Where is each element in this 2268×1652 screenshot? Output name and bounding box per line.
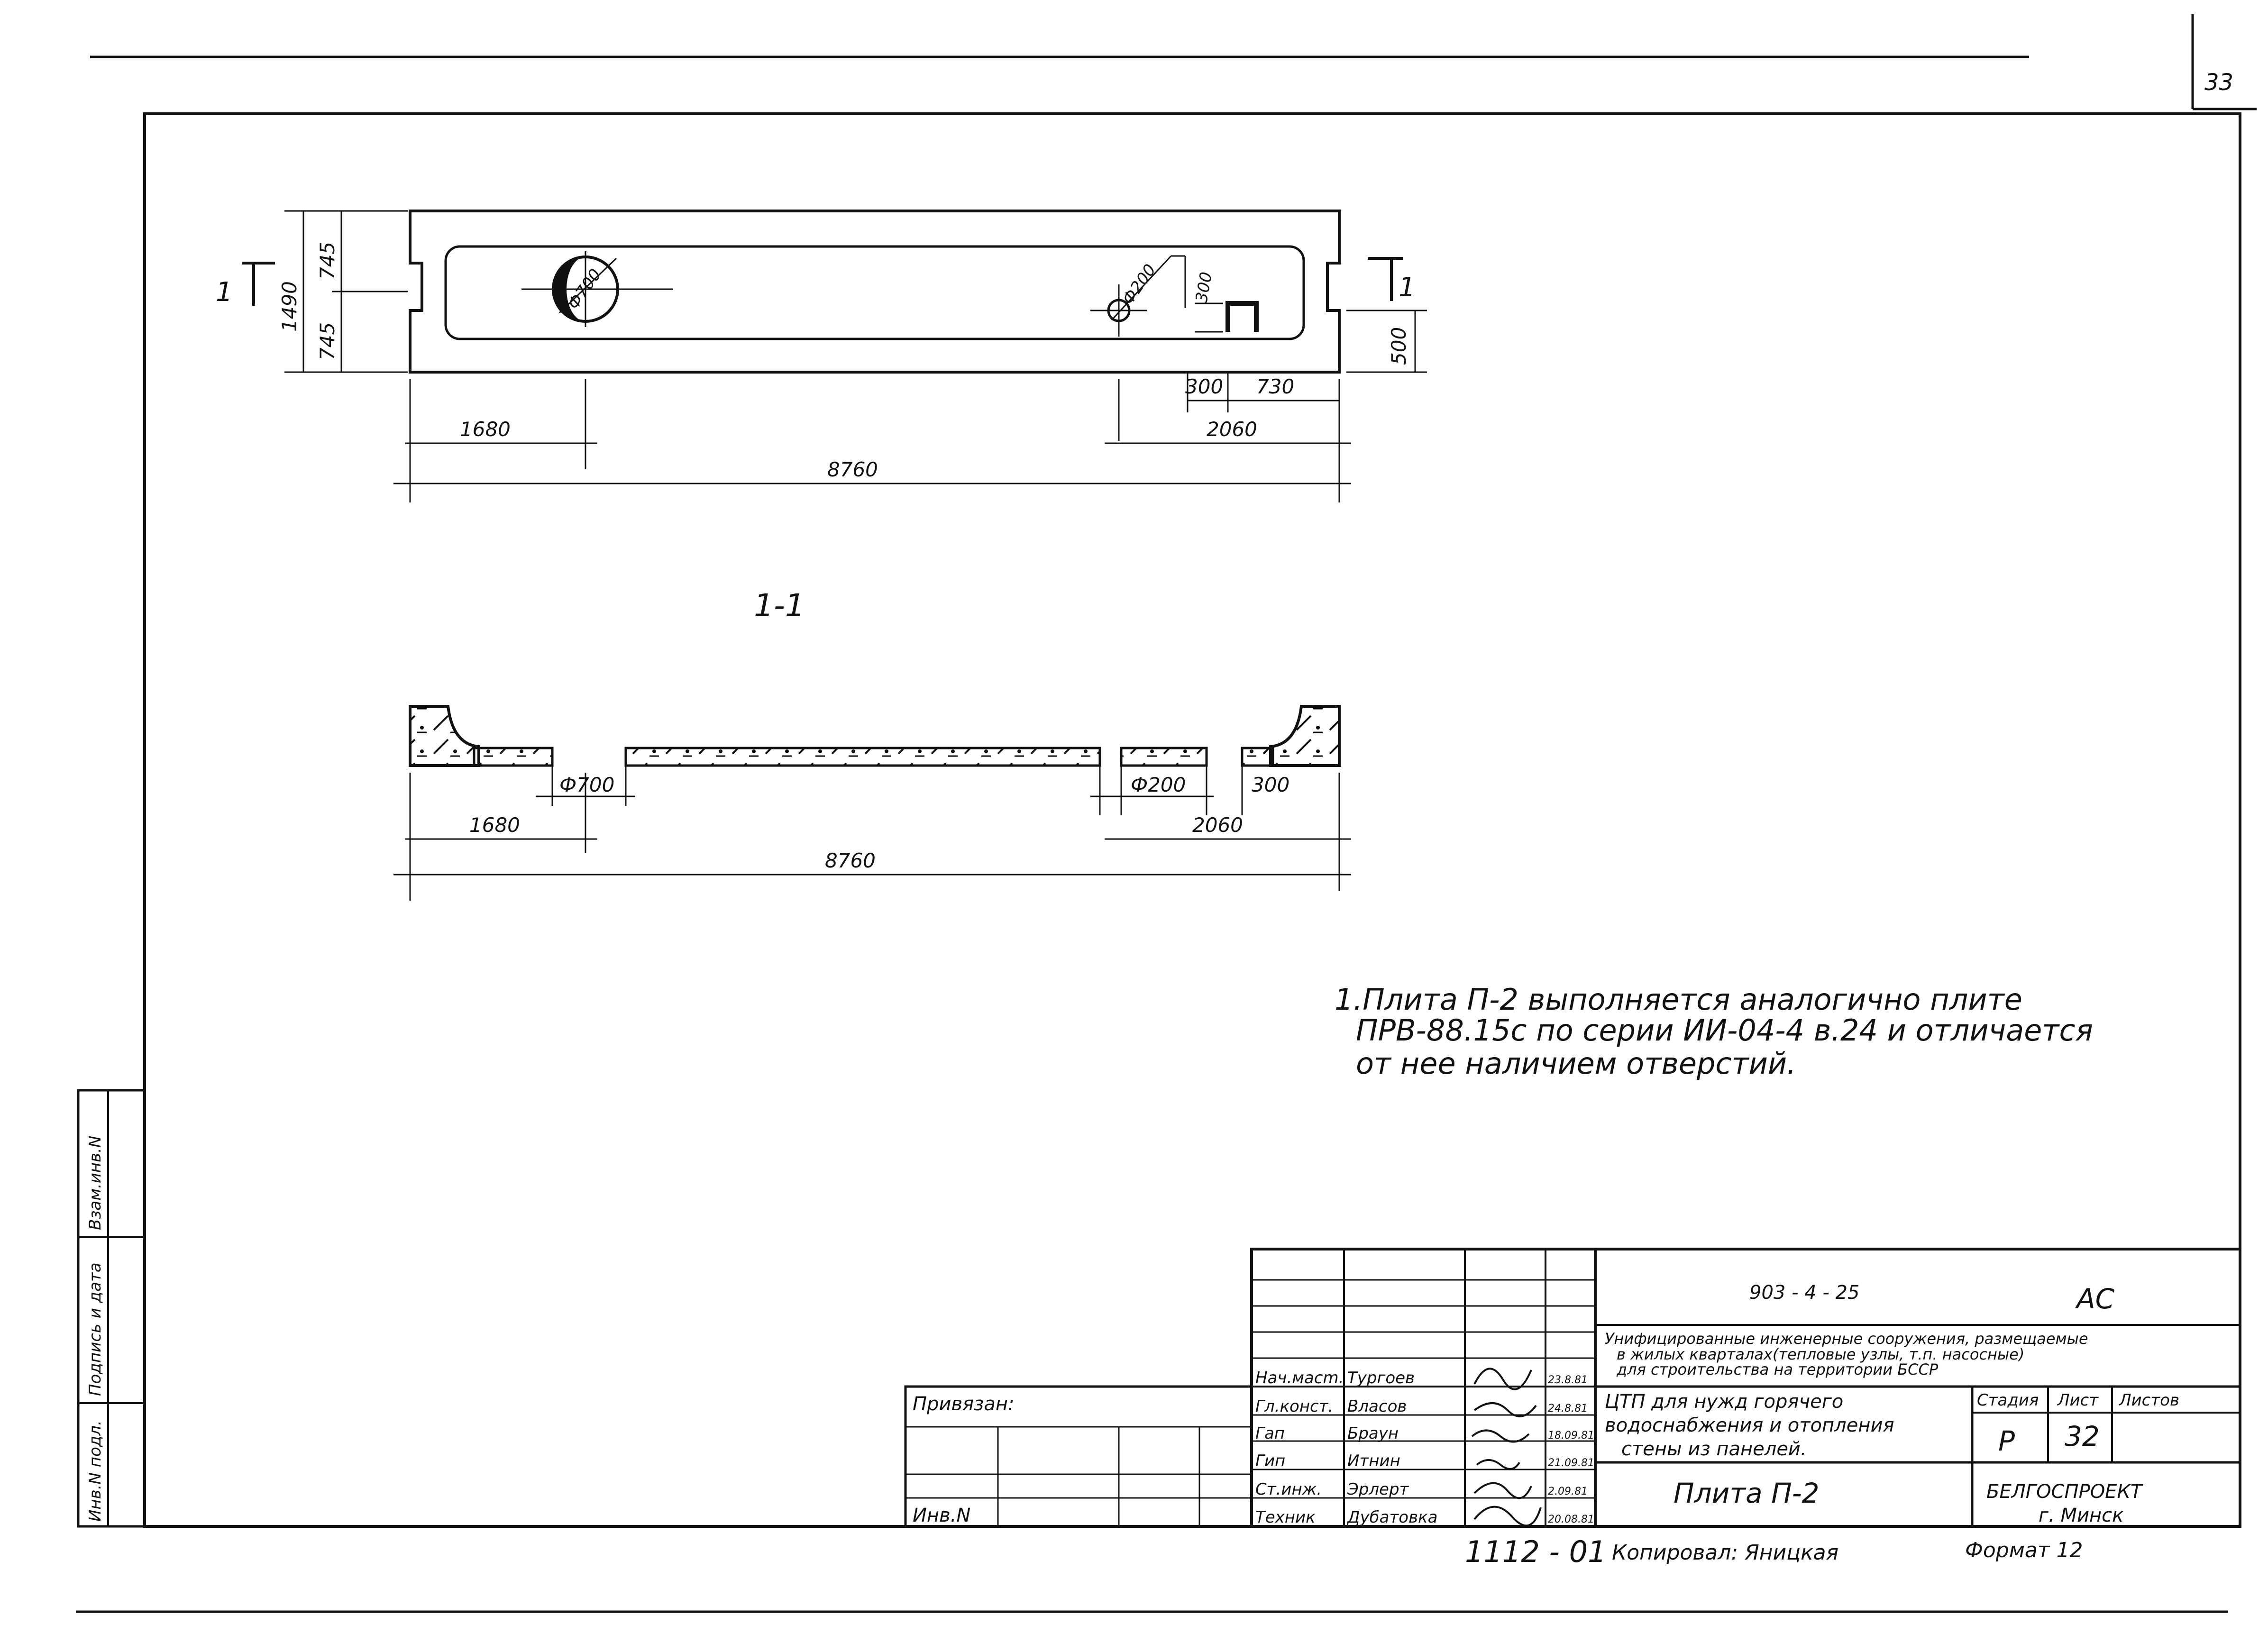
- section-mark-right: [1368, 257, 1403, 301]
- plan-dim-2060: 2060: [1207, 418, 1257, 441]
- section-slab-seg1: [473, 747, 554, 767]
- name-5: Эрлерт: [1347, 1480, 1409, 1499]
- plan-dim-500: 500: [1387, 327, 1410, 365]
- section-title: 1-1: [754, 587, 805, 624]
- plan-dim-1490: 1490: [278, 281, 301, 332]
- section-right-rib: [1269, 705, 1341, 767]
- format-label: Формат 12: [1965, 1538, 2083, 1562]
- signatures: [1471, 1368, 1542, 1527]
- stamp-replaced-inv: Взам.инв.N: [86, 1136, 105, 1230]
- slab-recess: [444, 245, 1305, 340]
- date-6: 20.08.81: [1548, 1514, 1594, 1525]
- section-dim-300: 300: [1252, 773, 1289, 796]
- side-stamp: Инв.N подл. Подпись и дата Взам.инв.N: [77, 1089, 146, 1528]
- section-mark-left-label: 1: [216, 277, 233, 308]
- role-5: Ст.инж.: [1255, 1480, 1322, 1499]
- section-slab-seg2: [624, 747, 1101, 767]
- binding-label: Привязан:: [913, 1393, 1015, 1415]
- date-2: 24.8.81: [1548, 1403, 1588, 1415]
- project-code: 903 - 4 - 25: [1749, 1282, 1859, 1304]
- org-city: г. Минск: [2039, 1505, 2123, 1526]
- general-note: 1.Плита П-2 выполняется аналогично плите…: [1335, 982, 2093, 1081]
- date-5: 2.09.81: [1548, 1486, 1588, 1497]
- section-dim-hole-200: Ф200: [1131, 773, 1186, 796]
- section-dim-2060: 2060: [1192, 813, 1243, 837]
- stamp-signature-date: Подпись и дата: [86, 1262, 105, 1396]
- name-3: Браун: [1347, 1424, 1399, 1443]
- section-dim-1680: 1680: [469, 813, 520, 837]
- drawing-title: Плита П-2: [1674, 1477, 1820, 1509]
- name-2: Власов: [1347, 1397, 1407, 1416]
- name-1: Тургоев: [1347, 1369, 1415, 1387]
- stamp-inv-original: Инв.N подл.: [86, 1420, 105, 1522]
- sheet-header: Лист: [2057, 1391, 2099, 1410]
- name-4: Итнин: [1347, 1451, 1400, 1470]
- role-4: Гип: [1255, 1451, 1285, 1470]
- role-3: Гап: [1255, 1424, 1285, 1443]
- section-slab-seg3: [1120, 747, 1208, 767]
- role-2: Гл.конст.: [1255, 1397, 1333, 1416]
- project-desc-3: для строительства на территории БССР: [1616, 1360, 1939, 1378]
- plan-view: Ф700 Ф200 300 1490 745 745 1 1 500: [216, 210, 1427, 502]
- project-desc-1: Унифицированные инженерные сооружения, р…: [1605, 1330, 2088, 1348]
- plan-dim-730: 730: [1256, 375, 1294, 398]
- section-mark-right-label: 1: [1399, 272, 1416, 303]
- plan-dim-1680: 1680: [460, 418, 511, 441]
- plan-dim-hole-200: Ф200: [1119, 261, 1160, 308]
- date-3: 18.09.81: [1548, 1430, 1594, 1442]
- stage-value: Р: [1998, 1425, 2015, 1457]
- date-1: 23.8.81: [1548, 1374, 1588, 1386]
- plan-dim-745-upper: 745: [316, 242, 339, 280]
- sheet-value: 32: [2065, 1420, 2100, 1452]
- corner-sheet-number: 33: [2204, 69, 2233, 96]
- section-left-rib: [409, 705, 480, 767]
- note-line-3: от нее наличием отверстий.: [1356, 1046, 1796, 1081]
- section-dim-8760: 8760: [825, 849, 876, 872]
- note-line-1: 1.Плита П-2 выполняется аналогично плите: [1335, 982, 2022, 1017]
- plan-dim-8760: 8760: [827, 458, 878, 481]
- inv-label: Инв.N: [913, 1505, 970, 1526]
- role-6: Техник: [1255, 1508, 1316, 1527]
- corner-number-box: 33: [2191, 14, 2257, 110]
- project-desc-2: в жилых кварталах(тепловые узлы, т.п. на…: [1617, 1345, 2024, 1363]
- plan-dim-300-vert: 300: [1192, 271, 1216, 304]
- building-line-1: ЦТП для нужд горячего: [1605, 1391, 1843, 1413]
- sheets-header: Листов: [2118, 1391, 2179, 1410]
- title-block: Привязан: Инв.N Нач.масm. Гл.конст. Гап …: [904, 1248, 2241, 1528]
- section-slab-seg4: [1241, 747, 1274, 767]
- slab-outline: [409, 210, 1341, 374]
- square-opening: [1225, 301, 1259, 332]
- note-line-2: ПРВ-88.15с по серии ИИ-04-4 в.24 и отлич…: [1356, 1013, 2093, 1048]
- copied-by: Копировал: Яницкая: [1612, 1541, 1838, 1565]
- org-name: БЕЛГОСПРОЕКТ: [1986, 1481, 2144, 1503]
- role-1: Нач.масm.: [1255, 1369, 1344, 1387]
- stage-header: Стадия: [1977, 1391, 2039, 1410]
- plan-dim-745-lower: 745: [316, 322, 339, 360]
- section-mark-left: [242, 262, 275, 306]
- date-4: 21.09.81: [1548, 1457, 1594, 1469]
- name-6: Дубатовка: [1346, 1508, 1438, 1527]
- section-view: 1-1 Ф700 Ф200 300 1680 2060 8760: [393, 587, 1351, 901]
- building-line-2: водоснабжения и отопления: [1605, 1415, 1894, 1436]
- sheet-mark: АС: [2075, 1283, 2115, 1315]
- section-dim-hole-700: Ф700: [559, 773, 614, 796]
- footer-code: 1112 - 01: [1465, 1534, 1606, 1569]
- plan-dim-300: 300: [1185, 375, 1223, 398]
- building-line-3: стены из панелей.: [1621, 1438, 1807, 1460]
